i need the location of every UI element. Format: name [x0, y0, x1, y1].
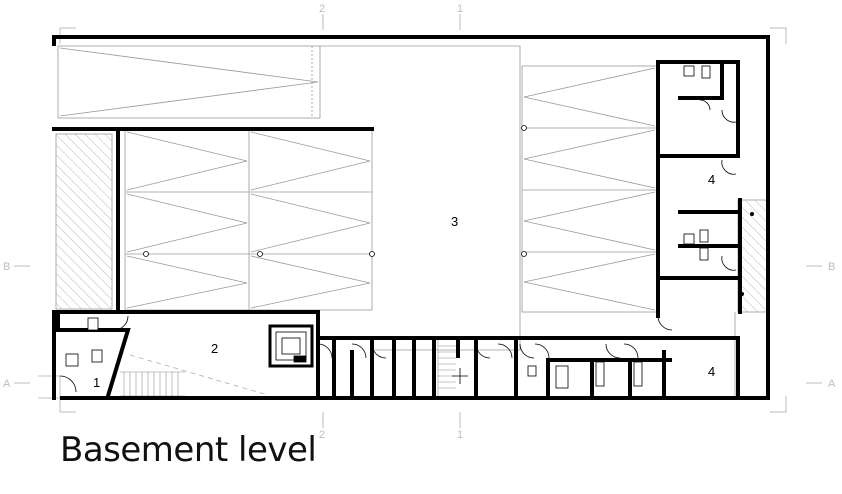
room-label-4-upper: 4	[708, 172, 715, 187]
shaft-dots	[740, 212, 754, 296]
axis-label-right-A: A	[828, 378, 836, 390]
hatched-shaft-left	[55, 133, 113, 310]
axis-label-top-1: 1	[457, 3, 463, 15]
room-label-1: 1	[93, 375, 100, 390]
axis-label-bottom-2: 2	[319, 429, 325, 441]
caption-title: Basement level	[60, 430, 317, 470]
axis-label-right-B: B	[828, 261, 835, 273]
axis-label-bottom-1: 1	[457, 429, 463, 441]
room-label-4-lower: 4	[708, 364, 715, 379]
room-label-2: 2	[211, 341, 218, 356]
axis-label-top-2: 2	[319, 3, 325, 15]
columns	[143, 125, 527, 257]
fixtures	[65, 65, 711, 389]
axis-label-left-A: A	[3, 378, 11, 390]
door-swings	[59, 99, 737, 393]
room-label-3: 3	[451, 214, 458, 229]
walls	[52, 35, 770, 400]
axis-label-left-B: B	[3, 261, 10, 273]
axis-markers	[14, 14, 822, 428]
